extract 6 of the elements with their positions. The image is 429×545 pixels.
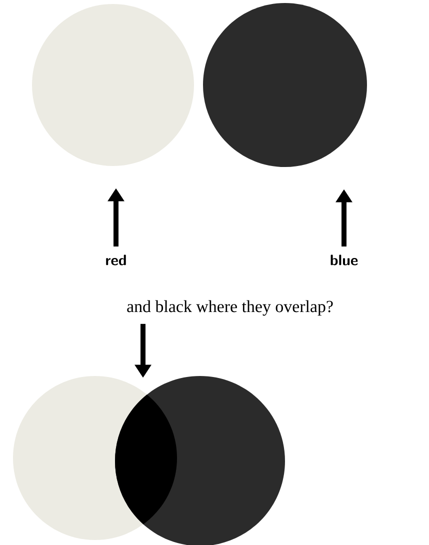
color-label: red: [106, 254, 126, 266]
color-label: blue: [330, 254, 358, 266]
overlapping-discs-drawing: [13, 376, 285, 545]
question-text: and black where they overlap?: [127, 300, 333, 316]
disc: [32, 4, 194, 166]
disc: [203, 3, 367, 167]
